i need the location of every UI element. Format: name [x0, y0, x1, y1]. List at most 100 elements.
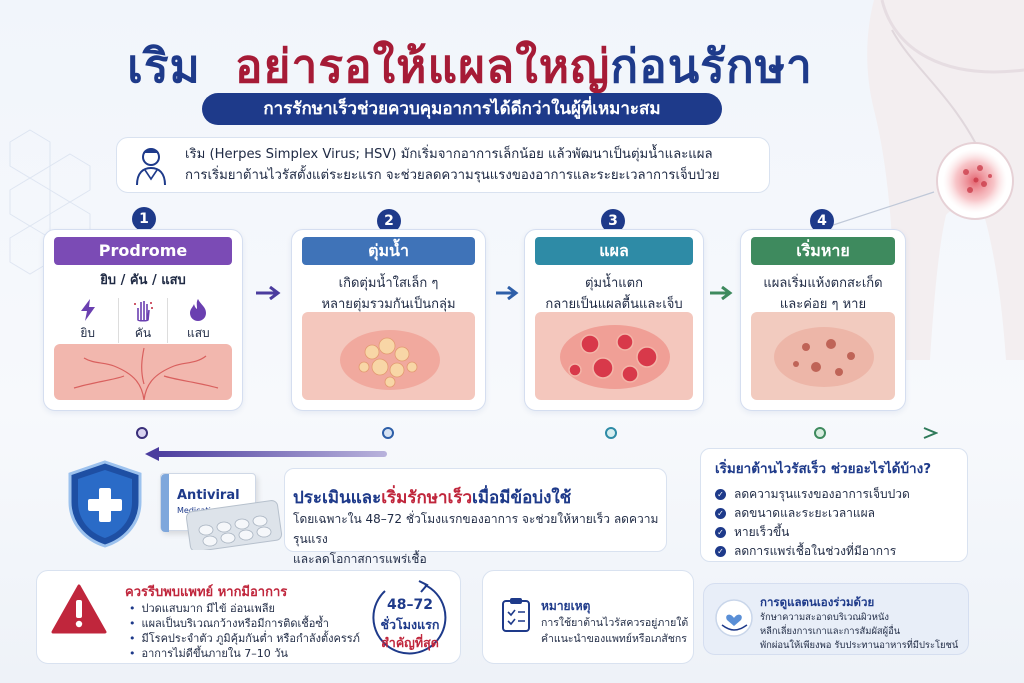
title-part-before-treat: ก่อนรักษา — [610, 39, 813, 93]
body-silhouette-illustration — [867, 0, 1024, 360]
stage-desc-ulcer: ตุ่มน้ำแตก กลายเป็นแผลตื้นและเจ็บ — [525, 273, 703, 315]
hand-scratch-icon — [133, 301, 153, 322]
title-segment: ประเมินและ — [293, 488, 382, 508]
check-icon: ✓ — [715, 546, 726, 557]
self-care-text: รักษาความสะอาดบริเวณผิวหนัง หลีกเลี่ยงกา… — [760, 611, 965, 653]
intro-line-1: เริม (Herpes Simplex Virus; HSV) มักเริ่… — [185, 147, 713, 162]
skin-image-healing — [751, 312, 895, 400]
stage-card-healing: เริ่มหาย แผลเริ่มแห้งตกสะเก็ด และค่อย ๆ … — [740, 229, 906, 411]
symptom-tingling: ยิบ — [63, 298, 113, 343]
back-arrow-early-treatment — [145, 447, 387, 461]
page-subtitle: การรักษาเร็วช่วยควบคุมอาการได้ดีกว่าในผู… — [202, 93, 722, 125]
critical-hours-label: ชั่วโมงแรก — [380, 617, 440, 632]
check-icon: ✓ — [715, 527, 726, 538]
benefit-item: ✓ ลดการแพร่เชื้อในช่วงที่มีอาการ — [715, 542, 953, 561]
stage-desc-line: และค่อย ๆ หาย — [779, 297, 867, 312]
arrow-right-icon — [496, 286, 519, 300]
skin-image-vesicles — [302, 312, 475, 400]
skin-image-ulcer — [535, 312, 693, 400]
desc-line: และลดโอกาสการแพร่เชื้อ — [293, 552, 427, 566]
benefit-text: หายเร็วขึ้น — [734, 525, 790, 539]
title-part-dont-wait: อย่ารอให้แผลใหญ่ — [234, 39, 611, 93]
see-doctor-box: ควรรีบพบแพทย์ หากมีอาการ ปวดแสบมาก มีไข้… — [36, 570, 461, 664]
warning-item: มีโรคประจำตัว ภูมิคุ้มกันต่ำ หรือกำลังตั… — [129, 631, 360, 646]
stage-title-prodrome: Prodrome — [54, 237, 232, 265]
stage-card-vesicles: ตุ่มน้ำ เกิดตุ่มน้ำใสเล็ก ๆ หลายตุ่มรวมก… — [291, 229, 486, 411]
early-treatment-box: ประเมินและเริ่มรักษาเร็วเมื่อมีข้อบ่งใช้… — [284, 468, 667, 566]
benefit-text: ลดการแพร่เชื้อในช่วงที่มีอาการ — [734, 544, 897, 558]
stage-title-ulcer: แผล — [535, 237, 693, 265]
see-doctor-title: ควรรีบพบแพทย์ หากมีอาการ — [125, 585, 288, 600]
warning-triangle-icon — [51, 584, 107, 634]
zoom-connector-line — [830, 191, 935, 227]
flame-icon — [190, 299, 207, 321]
symptom-burning: แสบ — [173, 298, 223, 343]
lightning-icon — [80, 299, 95, 321]
stage-desc-line: เกิดตุ่มน้ำใสเล็ก ๆ — [338, 276, 439, 291]
note-line: คำแนะนำของแพทย์หรือเภสัชกร — [541, 633, 687, 645]
self-care-line: รักษาความสะอาดบริเวณผิวหนัง — [760, 612, 889, 623]
note-title: หมายเหตุ — [541, 599, 591, 613]
clipboard-icon — [502, 598, 530, 632]
benefit-text: ลดความรุนแรงของอาการเจ็บปวด — [734, 487, 910, 501]
stage-desc-line: แผลเริ่มแห้งตกสะเก็ด — [763, 276, 883, 291]
warning-item: ปวดแสบมาก มีไข้ อ่อนเพลีย — [129, 601, 360, 616]
stage-title-vesicles: ตุ่มน้ำ — [302, 237, 475, 265]
warning-item: แผลเป็นบริเวณกว้างหรือมีการติดเชื้อซ้ำ — [129, 616, 360, 631]
progress-timeline — [48, 427, 938, 439]
desc-line: โดยเฉพาะใน 48–72 ชั่วโมงแรกของอาการ จะช่… — [293, 512, 659, 546]
critical-hours-value: 48–72 — [387, 597, 433, 613]
self-care-line: หลีกเลี่ยงการเกาและการสัมผัสผู้อื่น — [760, 626, 901, 637]
stage-desc-vesicles: เกิดตุ่มน้ำใสเล็ก ๆ หลายตุ่มรวมกันเป็นกล… — [292, 273, 485, 315]
benefit-item: ✓ หายเร็วขึ้น — [715, 523, 953, 542]
title-segment-highlight: เริ่มรักษาเร็ว — [381, 488, 473, 508]
stage-card-prodrome: Prodrome ยิบ / คัน / แสบ ยิบ คัน แสบ — [43, 229, 243, 411]
note-text: การใช้ยาต้านไวรัสควรอยู่ภายใต้ คำแนะนำขอ… — [541, 615, 689, 647]
benefits-list: ✓ ลดความรุนแรงของอาการเจ็บปวด ✓ ลดขนาดและร… — [715, 485, 953, 561]
medication-brand: Antiviral — [177, 488, 240, 503]
stage-desc-healing: แผลเริ่มแห้งตกสะเก็ด และค่อย ๆ หาย — [741, 273, 905, 315]
symptom-label: ยิบ — [80, 326, 95, 340]
stage-card-ulcer: แผล ตุ่มน้ำแตก กลายเป็นแผลตื้นและเจ็บ — [524, 229, 704, 411]
intro-box: เริม (Herpes Simplex Virus; HSV) มักเริ่… — [116, 137, 770, 193]
critical-hours-badge: 48–72 ชั่วโมงแรก สำคัญที่สุด — [367, 577, 453, 657]
warning-item: อาการไม่ดีขึ้นภายใน 7–10 วัน — [129, 646, 360, 661]
benefit-item: ✓ ลดขนาดและระยะเวลาแผล — [715, 504, 953, 523]
benefit-item: ✓ ลดความรุนแรงของอาการเจ็บปวด — [715, 485, 953, 504]
see-doctor-list: ปวดแสบมาก มีไข้ อ่อนเพลีย แผลเป็นบริเวณก… — [129, 601, 360, 661]
stage-desc-line: กลายเป็นแผลตื้นและเจ็บ — [545, 297, 683, 312]
arrow-right-icon — [710, 286, 733, 300]
critical-hours-note: สำคัญที่สุด — [381, 635, 439, 650]
self-care-line: พักผ่อนให้เพียงพอ รับประทานอาหารที่มีประ… — [760, 640, 959, 651]
check-icon: ✓ — [715, 489, 726, 500]
step-number-1: 1 — [132, 207, 156, 231]
note-box: หมายเหตุ การใช้ยาต้านไวรัสควรอยู่ภายใต้ … — [482, 570, 694, 664]
intro-line-2: การเริ่มยาต้านไวรัสตั้งแต่ระยะแรก จะช่วย… — [185, 168, 720, 183]
benefit-text: ลดขนาดและระยะเวลาแผล — [734, 506, 876, 520]
title-segment: เมื่อมีข้อบ่งใช้ — [472, 488, 572, 508]
doctor-icon — [136, 148, 166, 186]
self-care-title: การดูแลตนเองร่วมด้วย — [760, 595, 875, 609]
symptom-label: แสบ — [186, 326, 210, 340]
self-care-box: การดูแลตนเองร่วมด้วย รักษาความสะอาดบริเว… — [703, 583, 969, 655]
early-treatment-desc: โดยเฉพาะใน 48–72 ชั่วโมงแรกของอาการ จะช่… — [293, 509, 663, 569]
early-treatment-title: ประเมินและเริ่มรักษาเร็วเมื่อมีข้อบ่งใช้ — [293, 484, 571, 511]
arrow-right-icon — [256, 286, 281, 300]
care-hands-heart-icon — [715, 599, 753, 637]
intro-text: เริม (Herpes Simplex Virus; HSV) มักเริ่… — [185, 144, 720, 186]
skin-image-prodrome — [54, 344, 232, 400]
title-part-herpes: เริม — [127, 39, 201, 93]
page-title: เริม อย่ารอให้แผลใหญ่ก่อนรักษา — [0, 30, 940, 103]
symptom-row: ยิบ คัน แสบ — [44, 298, 242, 343]
benefits-box: เริ่มยาต้านไวรัสเร็ว ช่วยอะไรได้บ้าง? ✓ ล… — [700, 448, 968, 562]
circular-arrow-icon — [372, 580, 447, 655]
stage-desc-line: ตุ่มน้ำแตก — [585, 276, 643, 291]
check-icon: ✓ — [715, 508, 726, 519]
stage-title-healing: เริ่มหาย — [751, 237, 895, 265]
benefits-title: เริ่มยาต้านไวรัสเร็ว ช่วยอะไรได้บ้าง? — [715, 461, 932, 477]
pill-blister-pack — [186, 500, 283, 550]
symptom-itch: คัน — [117, 298, 168, 343]
stage-desc-line: หลายตุ่มรวมกันเป็นกลุ่ม — [321, 297, 456, 312]
shield-cross-icon — [68, 460, 142, 548]
stage-subtitle-prodrome: ยิบ / คัน / แสบ — [100, 273, 186, 288]
